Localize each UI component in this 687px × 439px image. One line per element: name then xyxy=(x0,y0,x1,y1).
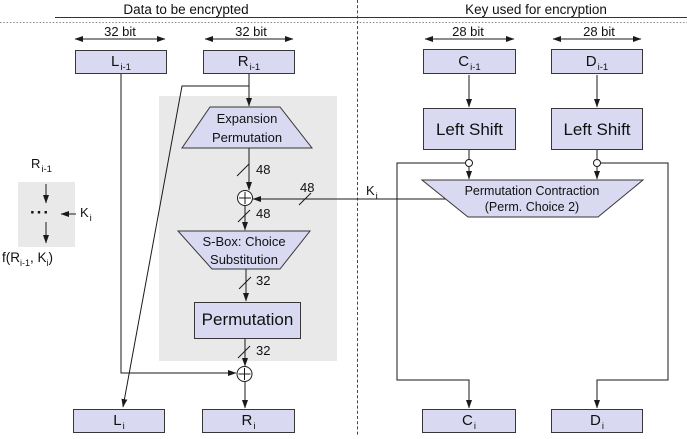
register-c-prev-subscript: i-1 xyxy=(470,62,481,73)
register-d-prev-subscript: i-1 xyxy=(597,62,609,73)
expansion-permutation-block xyxy=(181,106,314,149)
section-title-key: Key used for encryption xyxy=(465,2,607,17)
subkey-label: Ki xyxy=(366,183,378,202)
bus-slash-key-in xyxy=(298,192,312,206)
sbox-line1: S-Box: Choice xyxy=(202,234,286,249)
permutation-contraction-block xyxy=(420,179,645,218)
wire-loop-to-cnext xyxy=(396,162,472,409)
legend-key-subscript: i xyxy=(89,213,92,224)
register-c-prev-label: C xyxy=(458,53,470,70)
register-l-prev-subscript: i-1 xyxy=(120,62,131,73)
permutation-block: Permutation xyxy=(194,302,301,339)
permutation-label: Permutation xyxy=(201,310,294,329)
width-label-d: 28 bit xyxy=(583,24,615,39)
legend-output-pre: f(R xyxy=(2,250,20,265)
legend-input-main: R xyxy=(31,156,41,171)
legend-output-sub2: i xyxy=(46,258,49,268)
register-l-next-subscript: i xyxy=(122,421,125,432)
register-r-next-label: R xyxy=(241,412,253,429)
width-label-r: 32 bit xyxy=(235,24,267,39)
left-shift-d-block: Left Shift xyxy=(551,108,643,150)
register-d-next-label: D xyxy=(590,412,601,429)
left-shift-c-label: Left Shift xyxy=(435,120,504,139)
bus-width-key-in: 48 xyxy=(300,180,315,195)
sbox-block xyxy=(176,230,312,270)
register-d-next: Di xyxy=(551,409,643,433)
bus-width-sbox-out: 32 xyxy=(256,273,271,288)
sbox-label: S-Box: Choice Substitution xyxy=(179,233,309,269)
bus-slash-permutation-out xyxy=(237,345,251,359)
legend-input-subscript: i-1 xyxy=(41,164,52,175)
wire-lprev-to-xor2 xyxy=(120,74,237,376)
legend-output-sub1: i-1 xyxy=(20,258,31,268)
sbox-line2: Substitution xyxy=(210,252,278,267)
register-c-next: Ci xyxy=(422,409,516,433)
left-shift-c-block: Left Shift xyxy=(423,108,516,150)
data-path-wires xyxy=(120,74,448,409)
perm-contraction-line1: Permutation Contraction xyxy=(464,184,600,198)
junction-dot-c xyxy=(465,159,473,167)
register-r-next-subscript: i xyxy=(253,421,256,432)
register-c-next-label: C xyxy=(462,412,473,429)
register-c-next-subscript: i xyxy=(473,421,476,432)
bus-slash-xor-out xyxy=(237,209,251,223)
register-r-prev: Ri-1 xyxy=(203,50,295,74)
register-r-prev-subscript: i-1 xyxy=(249,62,261,73)
legend-dots: ··· xyxy=(30,203,50,222)
legend-output-mid: , K xyxy=(30,250,47,265)
expansion-line1: Expansion xyxy=(216,111,278,126)
expansion-permutation-label: Expansion Permutation xyxy=(182,109,312,147)
legend-key-main: K xyxy=(80,205,89,220)
register-l-next: Li xyxy=(73,409,165,433)
register-d-prev: Di-1 xyxy=(551,49,643,74)
bus-width-xor-out: 48 xyxy=(256,206,271,221)
register-l-next-label: L xyxy=(113,412,122,429)
expansion-line2: Permutation xyxy=(211,130,283,145)
subkey-subscript: i xyxy=(375,191,378,202)
register-r-next: Ri xyxy=(202,409,295,433)
junction-dot-d xyxy=(593,159,601,167)
wire-loop-to-dnext xyxy=(594,162,669,409)
wire-rprev-to-lnext xyxy=(121,85,249,408)
left-shift-d-label: Left Shift xyxy=(563,120,631,139)
subkey-main: K xyxy=(366,183,375,198)
section-title-data: Data to be encrypted xyxy=(123,2,249,17)
register-l-prev-label: L xyxy=(111,53,120,70)
register-c-prev: Ci-1 xyxy=(423,49,516,74)
legend-output-post: ) xyxy=(48,250,54,265)
register-d-next-subscript: i xyxy=(601,421,604,432)
register-r-prev-label: R xyxy=(237,53,249,70)
width-label-c: 28 bit xyxy=(452,24,484,39)
register-d-prev-label: D xyxy=(585,53,597,70)
legend-output-label: f(Ri-1, Ki) xyxy=(2,250,54,268)
bus-width-permutation-out: 32 xyxy=(256,343,271,358)
xor-nodes xyxy=(236,159,601,382)
register-l-prev: Li-1 xyxy=(75,50,167,74)
legend-wires xyxy=(43,184,76,244)
bus-width-expansion-out: 48 xyxy=(256,162,271,177)
legend-input-label: Ri-1 xyxy=(31,156,52,175)
bus-slash-expansion-out xyxy=(236,163,250,177)
legend-key-label: Ki xyxy=(80,205,92,224)
perm-contraction-line2: (Perm. Choice 2) xyxy=(484,200,580,214)
bus-slash-sbox-out xyxy=(238,276,252,290)
perm-contraction-label: Permutation Contraction (Perm. Choice 2) xyxy=(432,183,632,215)
trapezoid-blocks xyxy=(176,106,645,270)
width-label-l: 32 bit xyxy=(104,24,136,39)
